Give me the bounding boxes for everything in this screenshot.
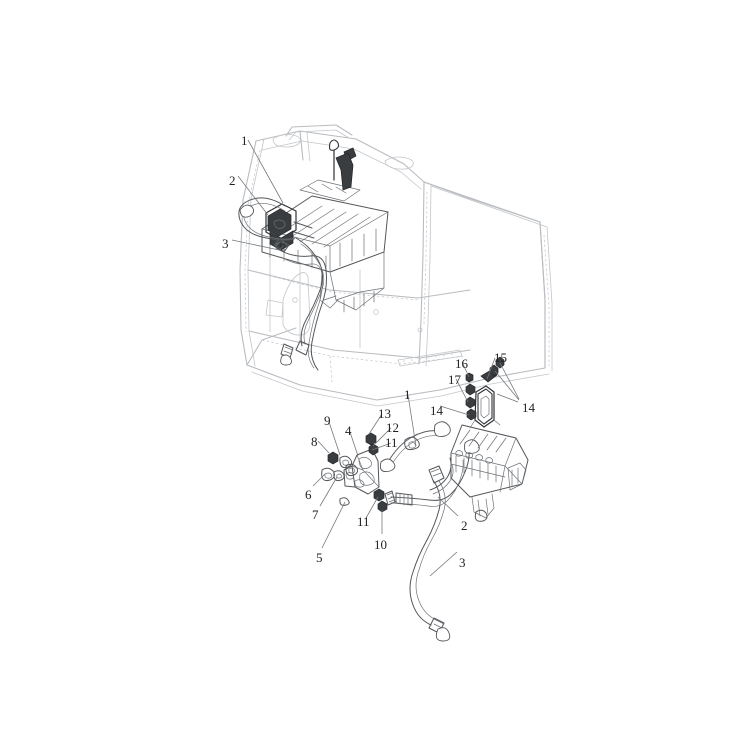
callout-number: 4	[345, 423, 352, 438]
callout-number: 2	[229, 173, 236, 188]
callout-number: 12	[386, 420, 399, 435]
callout-number: 6	[305, 487, 312, 502]
callout-number: 11	[357, 514, 370, 529]
hardware-group-bolts-washers	[321, 432, 388, 513]
callout-number: 2	[461, 518, 468, 533]
lower-control-valve-bank	[450, 424, 529, 522]
callout-number: 9	[324, 413, 331, 428]
leader-lines	[231, 139, 520, 577]
part-2-hose-upper-return	[295, 237, 325, 356]
callout-number: 1	[404, 387, 411, 402]
callout-number: 13	[378, 406, 391, 421]
callout-number: 3	[222, 236, 229, 251]
part-1-tube-upper	[238, 197, 296, 241]
callout-number: 5	[316, 550, 323, 565]
callout-number: 7	[312, 507, 319, 522]
callout-number: 17	[448, 372, 461, 387]
callout-number: 1	[241, 133, 248, 148]
callout-number: 15	[494, 350, 507, 365]
part-1-tube-lower	[379, 421, 451, 473]
callout-number: 14	[522, 400, 535, 415]
callout-number: 11	[385, 435, 398, 450]
part-2-coupler-block-upper	[265, 203, 315, 251]
callout-number: 10	[374, 537, 387, 552]
callout-number: 3	[459, 555, 466, 570]
part-2-hose-lower	[384, 439, 480, 507]
callout-number: 14	[430, 403, 443, 418]
part-17-bracket-assembly	[465, 356, 505, 429]
callout-number: 16	[455, 356, 468, 371]
callout-number: 8	[311, 434, 318, 449]
part-3-hose-lower	[409, 465, 451, 642]
upper-control-valve-assembly	[261, 139, 389, 313]
